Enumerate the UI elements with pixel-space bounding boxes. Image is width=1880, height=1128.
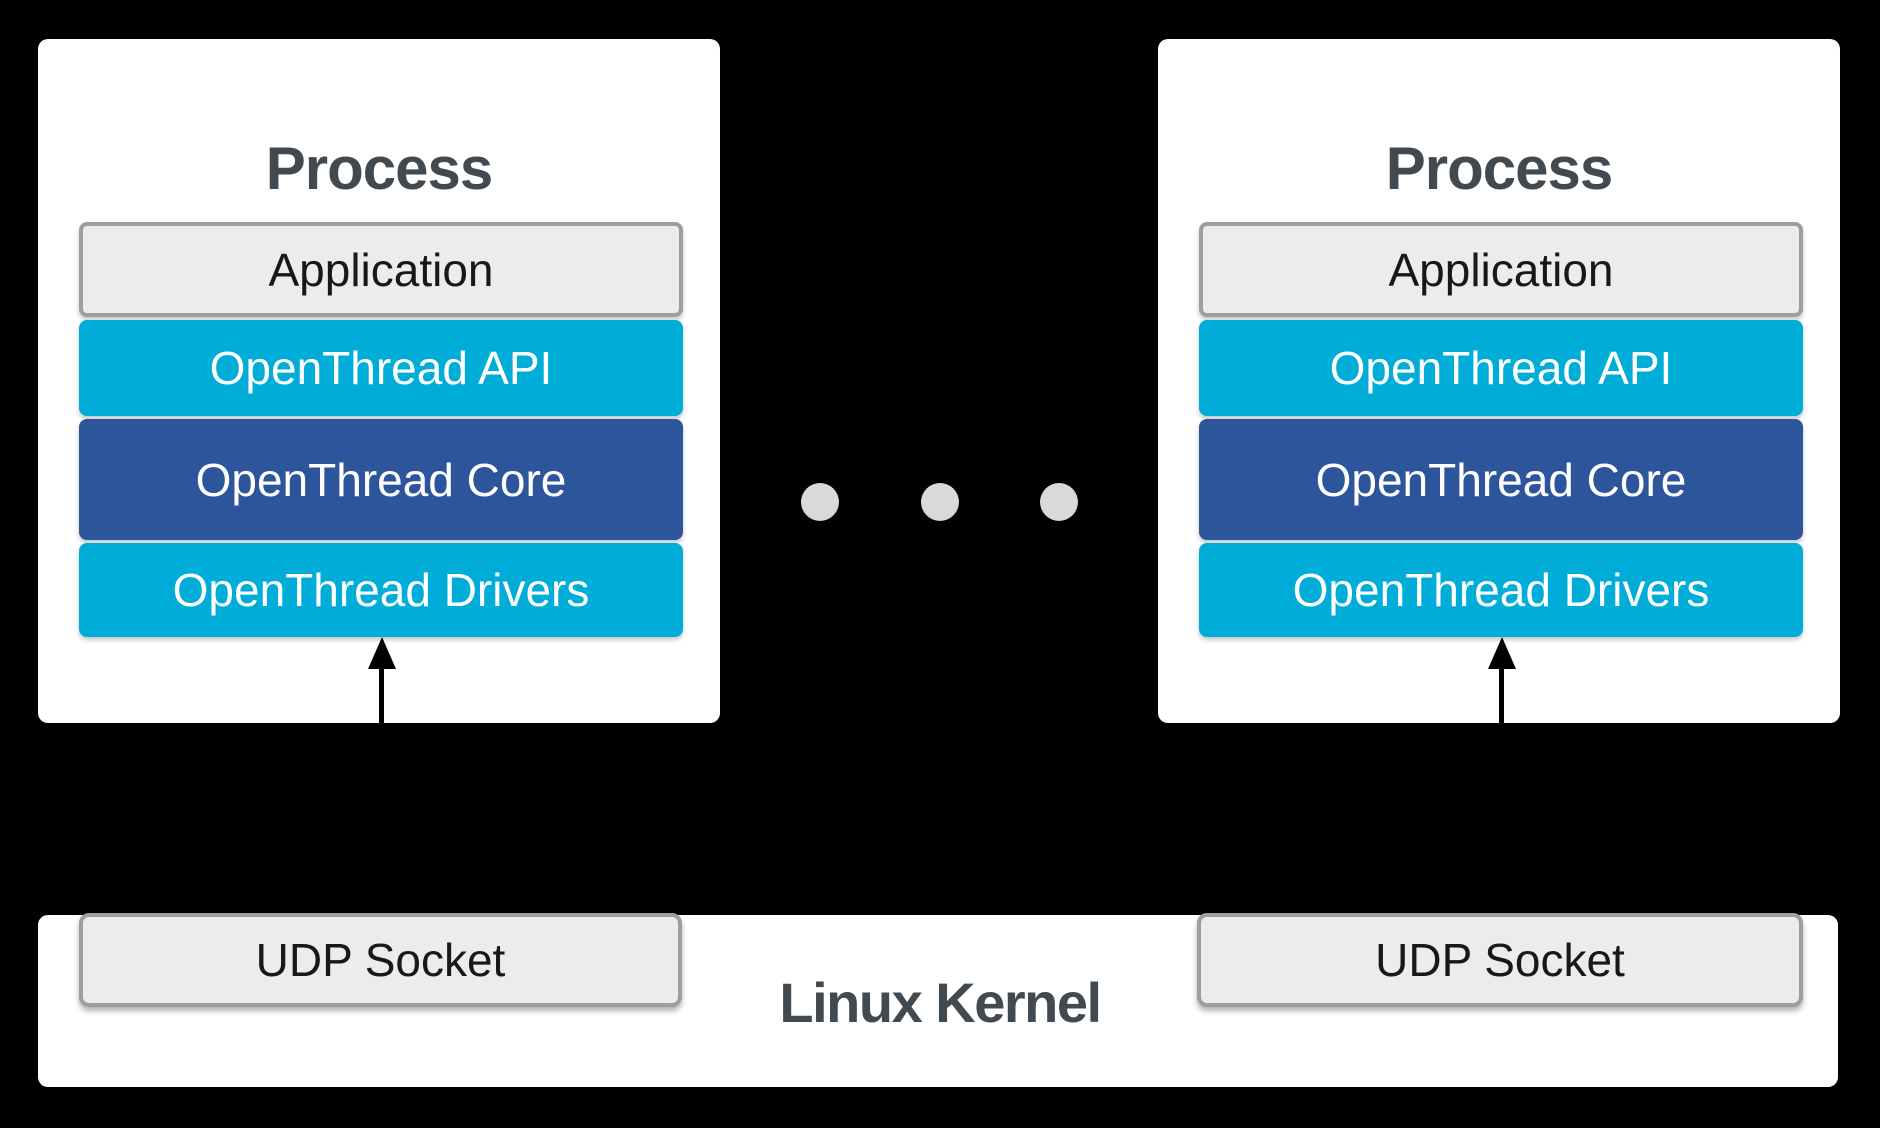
process-panel-left: Process Application OpenThread API OpenT… <box>38 39 720 723</box>
layer-application: Application <box>79 222 683 317</box>
udp-socket-label: UDP Socket <box>255 934 506 986</box>
process-title: Process <box>265 135 494 202</box>
kernel-title: Linux Kernel <box>779 971 1102 1034</box>
udp-socket-label: UDP Socket <box>1375 934 1625 986</box>
layer-openthread-api: OpenThread API <box>1199 320 1803 416</box>
layer-label: OpenThread Core <box>1315 453 1687 506</box>
layer-openthread-drivers: OpenThread Drivers <box>1199 543 1803 637</box>
ellipsis-dot <box>1040 483 1078 521</box>
arrow-shaft <box>1499 665 1504 723</box>
layer-openthread-core: OpenThread Core <box>1199 419 1803 540</box>
layer-label: OpenThread API <box>1329 342 1673 394</box>
layer-application: Application <box>1199 222 1803 317</box>
layer-label: OpenThread Drivers <box>172 564 590 616</box>
layer-label: Application <box>268 243 494 296</box>
arrow-shaft <box>379 665 384 723</box>
upward-arrow-icon <box>1488 637 1516 723</box>
udp-socket-box-left: UDP Socket <box>79 913 682 1007</box>
layer-openthread-drivers: OpenThread Drivers <box>79 543 683 637</box>
layer-openthread-api: OpenThread API <box>79 320 683 416</box>
layer-label: OpenThread Core <box>195 453 567 506</box>
process-title: Process <box>1385 135 1614 202</box>
layer-openthread-core: OpenThread Core <box>79 419 683 540</box>
arrow-head-icon <box>368 637 396 669</box>
layer-label: OpenThread Drivers <box>1292 564 1710 616</box>
ellipsis-dot <box>801 483 839 521</box>
layer-label: Application <box>1388 243 1614 296</box>
process-panel-right: Process Application OpenThread API OpenT… <box>1158 39 1840 723</box>
layer-label: OpenThread API <box>209 342 553 394</box>
arrow-head-icon <box>1488 637 1516 669</box>
upward-arrow-icon <box>368 637 396 723</box>
udp-socket-box-right: UDP Socket <box>1197 913 1803 1007</box>
ellipsis-dot <box>921 483 959 521</box>
